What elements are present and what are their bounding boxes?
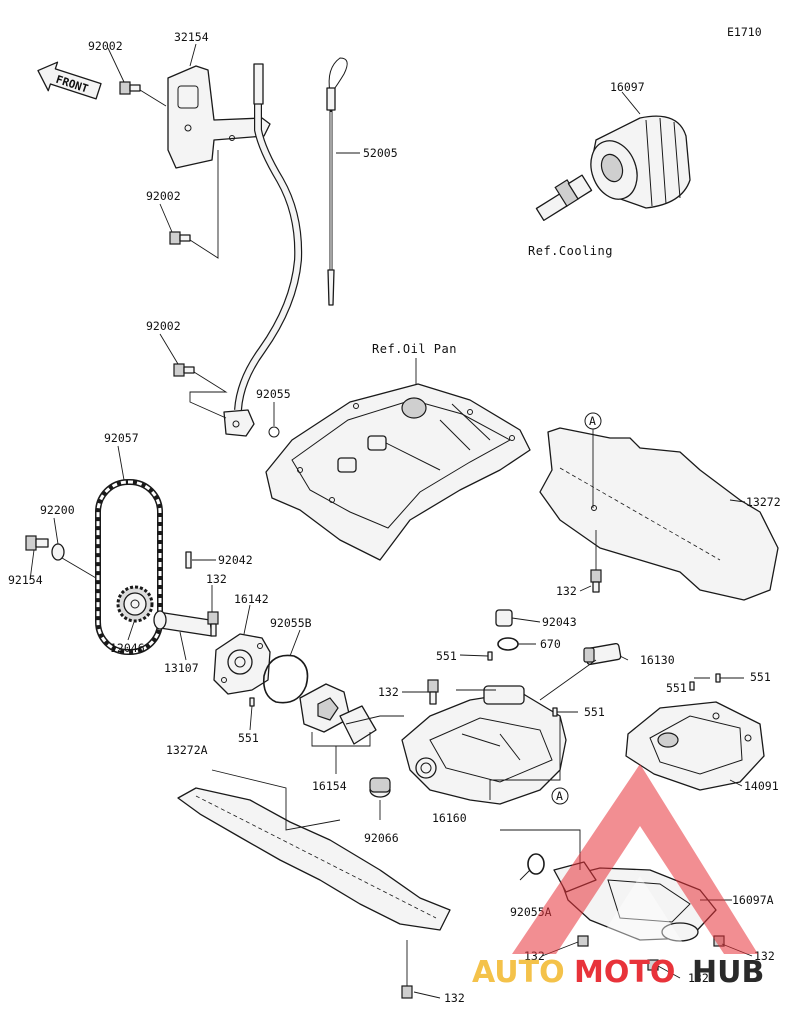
label-16142: 16142: [234, 592, 269, 606]
bolt-92154: [25, 535, 49, 551]
cooling-fitting: [535, 174, 593, 222]
front-arrow: FRONT: [37, 61, 102, 100]
oil-pump-block: [401, 685, 567, 805]
bolt-132-right: [590, 569, 602, 593]
label-16160: 16160: [432, 811, 467, 825]
bolt-132-b4: [401, 985, 413, 999]
pin-551-block: [552, 707, 558, 717]
o-ring-92055: [268, 426, 280, 438]
oil-filter: [590, 115, 691, 209]
label-132-b2: 132: [754, 949, 775, 963]
oil-pan: [265, 383, 531, 561]
label-13272a: 13272A: [166, 743, 208, 757]
bolt-92002-top: [119, 81, 141, 95]
gasket-13272: [539, 427, 779, 601]
label-551-block: 551: [584, 705, 605, 719]
oil-pump-body: [213, 633, 271, 695]
bolt-92002-low: [173, 363, 195, 377]
label-12046: 12046: [110, 641, 145, 655]
label-92154: 92154: [8, 573, 43, 587]
ref-cooling: Ref.Cooling: [528, 244, 613, 258]
label-132-b4: 132: [444, 991, 465, 1005]
label-13107: 13107: [164, 661, 199, 675]
svg-text:A: A: [556, 789, 563, 803]
label-16130: 16130: [640, 653, 675, 667]
svg-text:A: A: [589, 414, 596, 428]
label-551-pump: 551: [238, 731, 259, 745]
label-92057: 92057: [104, 431, 139, 445]
o-ring-670: [497, 637, 519, 651]
washer-92200: [51, 543, 65, 561]
dipstick-bracket: [167, 65, 271, 169]
pump-cover-14091: [625, 701, 765, 791]
watermark-logo: [512, 764, 758, 954]
gasket-13272a: [177, 787, 451, 931]
pin-551-r2: [715, 673, 721, 683]
dipstick-tube: [223, 63, 303, 437]
label-16154: 16154: [312, 779, 347, 793]
pump-shaft: [153, 610, 213, 637]
label-92055: 92055: [256, 387, 291, 401]
label-92042: 92042: [218, 553, 253, 567]
relief-valve-16130: [583, 642, 622, 666]
sprocket: [116, 585, 154, 623]
label-14091: 14091: [744, 779, 779, 793]
ref-oil-pan: Ref.Oil Pan: [372, 342, 457, 356]
bolt-92002-mid: [169, 231, 191, 245]
bolt-132-pump: [207, 611, 219, 637]
label-92002-mid: 92002: [146, 189, 181, 203]
label-551-r1: 551: [666, 681, 687, 695]
label-92200: 92200: [40, 503, 75, 517]
label-92002-low: 92002: [146, 319, 181, 333]
label-551-r2: 551: [750, 670, 771, 684]
pin-92042: [185, 551, 192, 569]
watermark-text: AUTO MOTO HUB: [472, 955, 764, 990]
label-32154: 32154: [174, 30, 209, 44]
label-132-block: 132: [378, 685, 399, 699]
label-92066: 92066: [364, 831, 399, 845]
label-52005: 52005: [363, 146, 398, 160]
label-16097: 16097: [610, 80, 645, 94]
pump-rotor-set: [299, 683, 377, 745]
label-551-top: 551: [436, 649, 457, 663]
label-132-right: 132: [556, 584, 577, 598]
pin-551-top: [487, 651, 493, 661]
label-92002-top: 92002: [88, 39, 123, 53]
bolt-132-block: [427, 679, 439, 705]
gasket-92055b: [262, 654, 309, 704]
svg-text:MOTO: MOTO: [574, 955, 675, 990]
drive-chain: [95, 479, 163, 655]
pin-551-pump: [249, 697, 255, 707]
label-92043: 92043: [542, 615, 577, 629]
dipstick: [326, 57, 348, 306]
svg-text:HUB: HUB: [692, 955, 764, 990]
label-92055b: 92055B: [270, 616, 312, 630]
callout-a-bottom: A: [551, 787, 569, 805]
diagram-code: E1710: [727, 25, 762, 39]
o-ring-92055a: [527, 853, 545, 875]
pin-551-r1: [689, 681, 695, 691]
collar-92043: [495, 609, 513, 627]
svg-text:AUTO: AUTO: [472, 955, 565, 990]
bolt-132-b1: [577, 935, 589, 947]
label-16097a: 16097A: [732, 893, 774, 907]
label-132-pump: 132: [206, 572, 227, 586]
label-670: 670: [540, 637, 561, 651]
plug-92066: [369, 777, 391, 798]
label-132-b3: 132: [688, 971, 709, 985]
label-13272: 13272: [746, 495, 781, 509]
bolt-132-b3: [647, 959, 659, 971]
callout-a-top: A: [584, 412, 602, 508]
